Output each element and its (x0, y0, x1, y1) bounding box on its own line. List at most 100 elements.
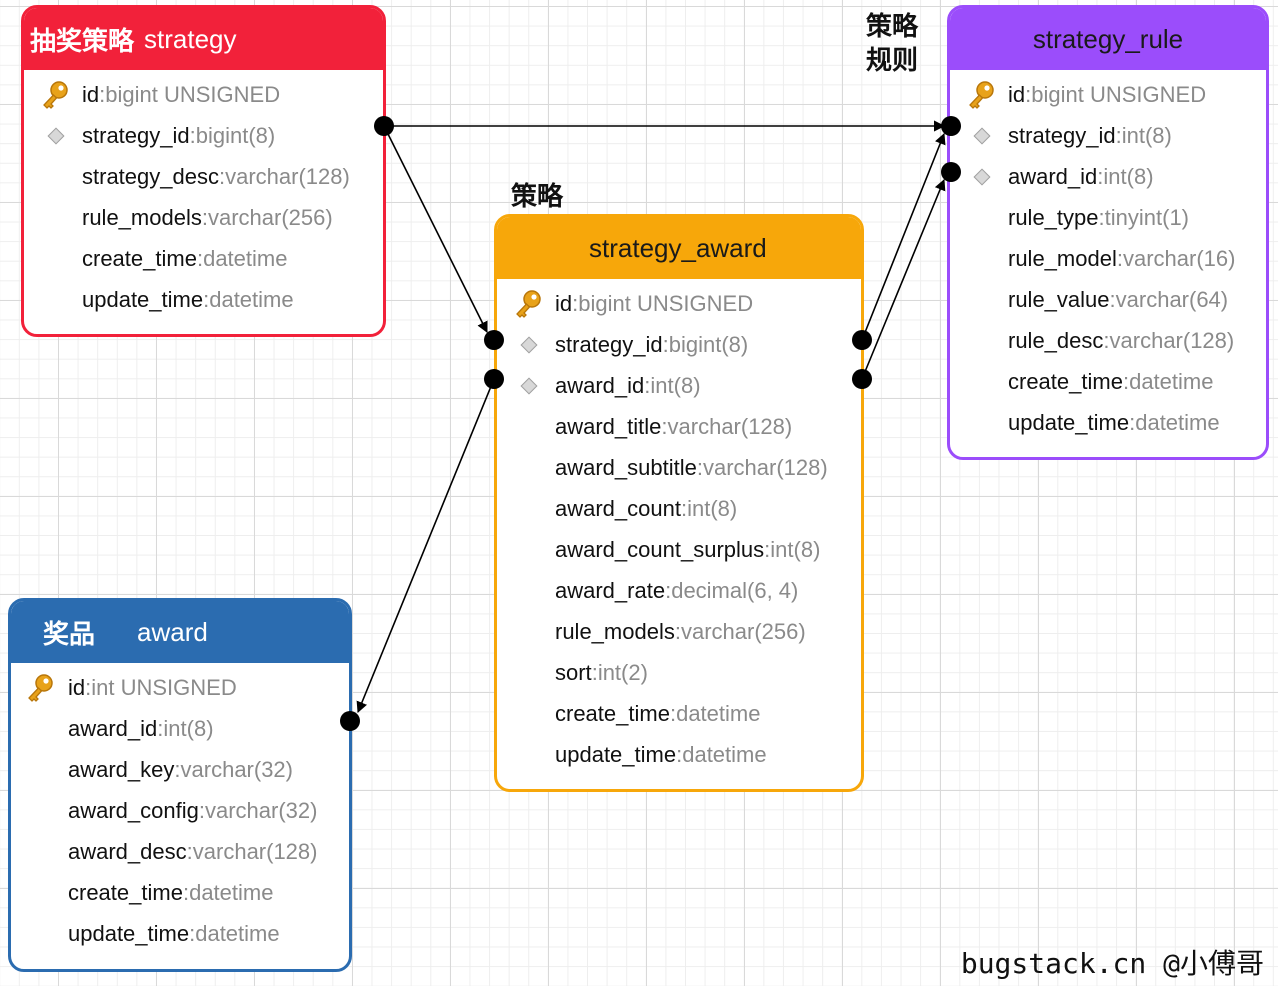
connector-link-award-to-award (356, 378, 495, 714)
field-row[interactable]: create_time: datetime (950, 361, 1266, 402)
field-type: varchar(256) (207, 204, 333, 230)
field-type: varchar(128) (192, 838, 318, 864)
field-name: award_rate (555, 577, 666, 603)
field-row[interactable]: award_rate: decimal(6, 4) (497, 570, 861, 611)
field-type: bigint(8) (668, 331, 749, 357)
field-separator: : (157, 715, 164, 741)
field-name: award_desc (68, 838, 187, 864)
field-separator: : (764, 536, 771, 562)
field-name: award_key (68, 756, 175, 782)
field-name: create_time (68, 879, 183, 905)
field-separator: : (1115, 122, 1122, 148)
field-name: sort (555, 659, 592, 685)
field-type: int UNSIGNED (91, 674, 237, 700)
field-row[interactable]: award_id: int(8) (950, 156, 1266, 197)
field-name: rule_models (555, 618, 675, 644)
field-type: varchar(256) (680, 618, 806, 644)
field-row[interactable]: award_id: int(8) (497, 365, 861, 406)
field-row[interactable]: id: int UNSIGNED (11, 667, 349, 708)
field-row[interactable]: strategy_id: bigint(8) (24, 115, 383, 156)
field-type: tinyint(1) (1104, 204, 1189, 230)
field-separator: : (189, 122, 196, 148)
field-row[interactable]: create_time: datetime (497, 693, 861, 734)
field-row[interactable]: rule_desc: varchar(128) (950, 320, 1266, 361)
field-name: award_count_surplus (555, 536, 765, 562)
field-row[interactable]: create_time: datetime (11, 872, 349, 913)
field-row[interactable]: sort: int(2) (497, 652, 861, 693)
field-separator: : (696, 454, 703, 480)
field-row[interactable]: award_title: varchar(128) (497, 406, 861, 447)
field-separator: : (674, 618, 681, 644)
connector-endpoint-dot (852, 369, 872, 389)
field-name: strategy_id (82, 122, 190, 148)
field-row[interactable]: award_count: int(8) (497, 488, 861, 529)
strategy-award-table-header[interactable]: strategy_award (497, 217, 861, 279)
field-name: award_id (1008, 163, 1098, 189)
field-row[interactable]: award_id: int(8) (11, 708, 349, 749)
field-row[interactable]: award_key: varchar(32) (11, 749, 349, 790)
field-row[interactable]: strategy_id: int(8) (950, 115, 1266, 156)
field-row[interactable]: update_time: datetime (497, 734, 861, 775)
award-table-header[interactable]: 奖品 award (11, 601, 349, 663)
field-row[interactable]: strategy_desc: varchar(128) (24, 156, 383, 197)
field-type: decimal(6, 4) (671, 577, 799, 603)
field-type: int(8) (687, 495, 738, 521)
field-name: award_config (68, 797, 199, 823)
field-type: datetime (682, 741, 767, 767)
field-name: award_id (555, 372, 645, 398)
field-type: datetime (676, 700, 761, 726)
field-row[interactable]: id: bigint UNSIGNED (950, 74, 1266, 115)
field-separator: : (186, 838, 193, 864)
field-row[interactable]: update_time: datetime (11, 913, 349, 954)
field-type: varchar(32) (205, 797, 318, 823)
field-row[interactable]: create_time: datetime (24, 238, 383, 279)
field-type: datetime (1129, 368, 1214, 394)
field-type: bigint UNSIGNED (578, 290, 754, 316)
field-row[interactable]: rule_models: varchar(256) (497, 611, 861, 652)
key-icon (25, 667, 55, 708)
field-row[interactable]: update_time: datetime (24, 279, 383, 320)
field-type: datetime (1135, 409, 1220, 435)
connector-link-award-to-rule (861, 178, 946, 380)
field-row[interactable]: award_desc: varchar(128) (11, 831, 349, 872)
field-type: int(8) (650, 372, 701, 398)
field-separator: : (1122, 368, 1130, 394)
field-name: award_subtitle (555, 454, 697, 480)
field-separator: : (1025, 81, 1032, 107)
field-row[interactable]: rule_value: varchar(64) (950, 279, 1266, 320)
field-type: int(8) (770, 536, 821, 562)
field-row[interactable]: award_count_surplus: int(8) (497, 529, 861, 570)
field-type: varchar(128) (225, 163, 350, 189)
field-row[interactable]: id: bigint UNSIGNED (497, 283, 861, 324)
field-type: datetime (209, 286, 294, 312)
field-name: strategy_id (1008, 122, 1116, 148)
field-name: update_time (1008, 409, 1130, 435)
key-icon (40, 74, 70, 115)
field-row[interactable]: id: bigint UNSIGNED (24, 74, 383, 115)
field-type: int(8) (1121, 122, 1172, 148)
field-separator: : (665, 577, 672, 603)
field-separator: : (201, 204, 208, 230)
field-row[interactable]: strategy_id: bigint(8) (497, 324, 861, 365)
field-row[interactable]: update_time: datetime (950, 402, 1266, 443)
field-row[interactable]: award_config: varchar(32) (11, 790, 349, 831)
connector-endpoint-dot (340, 711, 360, 731)
field-row[interactable]: award_subtitle: varchar(128) (497, 447, 861, 488)
strategy-table-header[interactable]: 抽奖策略 strategy (24, 8, 383, 70)
field-name: id (82, 81, 100, 107)
strategy-rule-table-header[interactable]: strategy_rule (950, 8, 1266, 70)
field-row[interactable]: rule_type: tinyint(1) (950, 197, 1266, 238)
field-separator: : (218, 163, 226, 189)
field-row[interactable]: rule_model: varchar(16) (950, 238, 1266, 279)
field-separator: : (669, 700, 677, 726)
field-name: rule_type (1008, 204, 1099, 230)
field-row[interactable]: rule_models: varchar(256) (24, 197, 383, 238)
field-type: varchar(128) (667, 413, 793, 439)
